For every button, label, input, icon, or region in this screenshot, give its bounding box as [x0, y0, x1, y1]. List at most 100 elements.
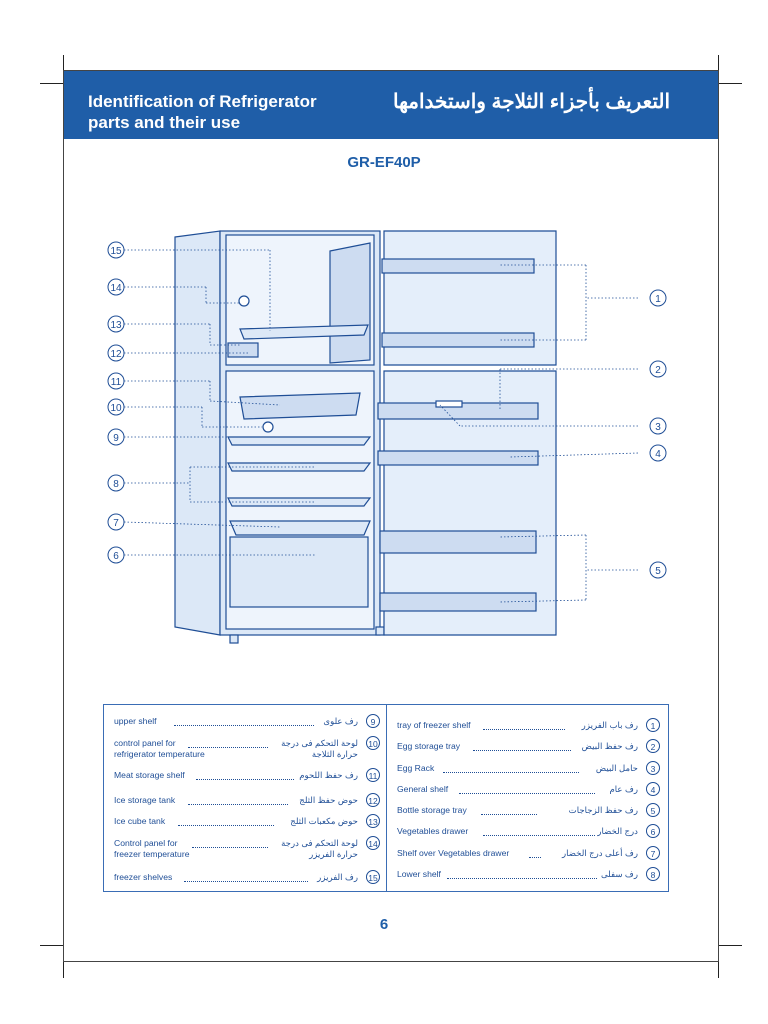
header-title-ar: التعريف بأجزاء الثلاجة واستخدامها	[392, 91, 670, 113]
egg-rack	[435, 400, 463, 408]
freezer-side-wall	[329, 242, 371, 364]
legend-item-7: Shelf over Vegetables drawer رف أعلى درج…	[397, 846, 660, 862]
legend-ar-line2: حرارة الثلاجة	[311, 749, 358, 759]
bottle-tray-b	[379, 592, 537, 612]
header-title-en: Identification of Refrigerator parts and…	[88, 91, 317, 133]
legend-number: 10	[366, 736, 380, 750]
legend-item-15: freezer shelves رف الفريزر 15	[114, 870, 380, 886]
legend-number: 8	[646, 867, 660, 881]
page-frame	[63, 70, 719, 962]
door-tray-1b	[381, 332, 535, 348]
legend-item-2: Egg storage tray رف حفظ البيض 2	[397, 739, 660, 755]
shelf-7	[229, 520, 371, 536]
meat-shelf	[239, 392, 361, 420]
legend-ar: لوحة التحكم فى درجة	[281, 738, 358, 748]
bottle-tray-a	[379, 530, 537, 554]
cabinet-side	[174, 230, 221, 636]
legend-number: 13	[366, 814, 380, 828]
legend-en: General shelf	[397, 784, 449, 794]
callout-7: 7	[113, 518, 119, 529]
legend-number: 15	[366, 870, 380, 884]
legend-item-1: tray of freezer shelf رف باب الفريزر 1	[397, 718, 660, 734]
legend-en: Control panel for	[114, 838, 178, 848]
legend-number: 5	[646, 803, 660, 817]
parts-legend	[103, 704, 669, 892]
model-number: GR-EF40P	[347, 154, 421, 171]
legend-ar-line2: حرارة الفريزر	[309, 849, 358, 859]
callout-12: 12	[110, 349, 122, 360]
crop-mark	[63, 55, 64, 71]
freezer-knob	[238, 295, 250, 307]
callout-5: 5	[655, 566, 661, 577]
legend-en: freezer shelves	[114, 872, 173, 882]
header-title-en-line2: parts and their use	[88, 113, 241, 132]
callout-3: 3	[655, 422, 661, 433]
legend-en: Ice storage tank	[114, 795, 176, 805]
callout-1: 1	[655, 294, 661, 305]
legend-ar: رف علوى	[323, 716, 358, 726]
legend-number: 6	[646, 824, 660, 838]
legend-number: 2	[646, 739, 660, 753]
crop-mark	[40, 945, 64, 946]
legend-number: 1	[646, 718, 660, 732]
legend-ar: رف حفظ الزجاجات	[568, 805, 638, 815]
refrigerator-diagram: 15 14 13 12 11 10 9 8 7 6 1 2 3 4 5	[107, 230, 667, 644]
legend-item-4: General shelf رف عام 4	[397, 782, 660, 798]
legend-number: 7	[646, 846, 660, 860]
legend-ar: رف حفظ اللحوم	[299, 770, 358, 780]
legend-ar: حامل البيض	[595, 763, 638, 773]
legend-en: Meat storage shelf	[114, 770, 185, 780]
legend-en: Bottle storage tray	[397, 805, 467, 815]
legend-en: Shelf over Vegetables drawer	[397, 848, 510, 858]
vegetables-drawer	[229, 536, 369, 608]
legend-en: Egg storage tray	[397, 741, 461, 751]
freezer-shelf	[239, 324, 369, 340]
page-header: Identification of Refrigerator parts and…	[64, 71, 718, 139]
legend-ar: رف عام	[609, 784, 638, 794]
legend-ar: رف الفريزر	[317, 872, 358, 882]
legend-en: tray of freezer shelf	[397, 720, 471, 730]
legend-en-line2: freezer temperature	[114, 849, 190, 859]
callout-10: 10	[110, 403, 122, 414]
general-shelf	[377, 450, 539, 466]
ice-tray	[227, 342, 259, 358]
legend-en: control panel for	[114, 738, 176, 748]
callout-13: 13	[110, 320, 122, 331]
legend-ar: رف باب الفريزر	[581, 720, 638, 730]
legend-en: Vegetables drawer	[397, 826, 469, 836]
legend-number: 9	[366, 714, 380, 728]
fridge-knob	[262, 421, 274, 433]
page-number: 6	[379, 916, 389, 933]
legend-en: Lower shelf	[397, 869, 441, 879]
legend-en: Ice cube tank	[114, 816, 166, 826]
callout-11: 11	[111, 377, 122, 388]
legend-ar: درج الخضار	[597, 826, 638, 836]
crop-mark	[718, 945, 742, 946]
legend-item-5: Bottle storage tray رف حفظ الزجاجات 5	[397, 803, 660, 819]
callout-9: 9	[113, 433, 119, 444]
legend-item-10: control panel for refrigerator temperatu…	[114, 736, 380, 762]
legend-item-3: Egg Rack حامل البيض 3	[397, 761, 660, 777]
legend-item-9: upper shelf رف علوى 9	[114, 714, 380, 740]
legend-ar: رف حفظ البيض	[581, 741, 638, 751]
legend-number: 4	[646, 782, 660, 796]
legend-ar: حوض حفظ الثلج	[299, 795, 358, 805]
legend-item-12: Ice storage tank حوض حفظ الثلج 12	[114, 793, 380, 809]
door-tray-1a	[381, 258, 535, 274]
crop-mark	[718, 55, 719, 71]
legend-item-13: Ice cube tank حوض مكعبات الثلج 13	[114, 814, 380, 830]
crop-mark	[63, 962, 64, 978]
crop-mark	[718, 83, 742, 84]
shelf-9	[227, 436, 372, 446]
callout-8: 8	[113, 479, 119, 490]
legend-number: 3	[646, 761, 660, 775]
callout-14: 14	[110, 283, 122, 294]
legend-ar: حوض مكعبات الثلج	[290, 816, 358, 826]
crop-mark	[40, 83, 64, 84]
legend-en: Egg Rack	[397, 763, 435, 773]
crop-mark	[718, 962, 719, 978]
legend-en: upper shelf	[114, 716, 157, 726]
legend-en-line2: refrigerator temperature	[114, 749, 205, 759]
legend-number: 14	[366, 836, 380, 850]
legend-number: 12	[366, 793, 380, 807]
